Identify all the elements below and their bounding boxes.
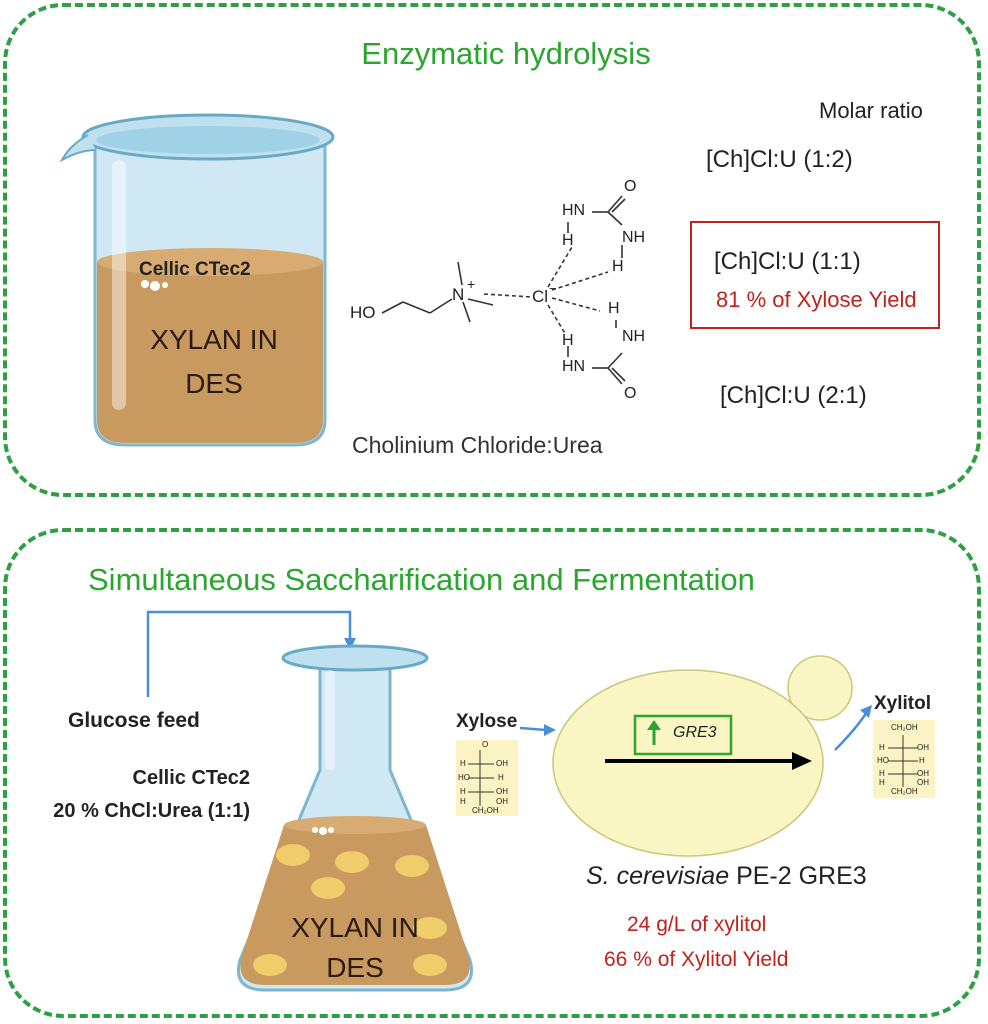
xylitol-h1: H <box>879 743 885 752</box>
atom-cl: Cl <box>532 287 549 306</box>
yeast-cell <box>552 655 853 857</box>
xylitol-ch2oh-top: CH₂OH <box>891 723 918 732</box>
xylose-in-arrow <box>519 724 556 736</box>
atom-h3: H <box>608 300 620 317</box>
ratio-1-1: [Ch]Cl:U (1:1) <box>714 248 861 275</box>
atom-h1: H <box>562 232 574 249</box>
xylitol-h2: H <box>919 756 925 765</box>
xylitol-h3: H <box>879 769 885 778</box>
beaker-enzyme-label: Cellic CTec2 <box>139 259 251 280</box>
xylitol-out-arrow <box>834 705 872 751</box>
enzymatic-hydrolysis-panel <box>3 3 981 497</box>
xylitol-oh3: OH <box>917 778 929 787</box>
molar-ratio-heading: Molar ratio <box>819 98 923 123</box>
ratio-2-1: [Ch]Cl:U (2:1) <box>720 382 867 409</box>
atom-hn-top: HN <box>562 202 586 219</box>
beaker-content-line1: XYLAN IN <box>150 324 278 355</box>
xylitol-yield: 66 % of Xylitol Yield <box>604 948 789 971</box>
flask-content-line2: DES <box>326 952 384 983</box>
beaker-illustration <box>59 113 335 447</box>
xylitol-structure-bg <box>873 720 935 798</box>
atom-h4: H <box>562 332 574 349</box>
choline-chloride-urea-structure <box>381 195 626 385</box>
xylose-h3: H <box>460 787 466 796</box>
fischer-lines <box>468 735 918 806</box>
flask-content-line1: XYLAN IN <box>291 912 419 943</box>
atom-cl-charge: − <box>549 281 557 296</box>
xylose-oh2: OH <box>496 787 508 796</box>
atom-o-bot: O <box>624 385 637 402</box>
molecule-caption: Cholinium Chloride:Urea <box>352 432 603 458</box>
xylose-label: Xylose <box>456 711 518 732</box>
xylose-structure: O H OH HO H H OH H OH CH₂OH <box>456 740 518 816</box>
ssf-panel <box>3 528 981 1018</box>
top-panel-title: Enzymatic hydrolysis <box>361 36 651 71</box>
organism-strain: PE-2 GRE3 <box>729 862 867 890</box>
xylitol-oh2: OH <box>917 769 929 778</box>
gene-label: GRE3 <box>673 724 717 741</box>
xylose-oh1: OH <box>496 759 508 768</box>
xylitol-oh1: OH <box>917 743 929 752</box>
xylitol-ch2oh-bot: CH₂OH <box>891 787 918 796</box>
atom-h2: H <box>612 258 624 275</box>
atom-ho: HO <box>350 303 376 322</box>
flask-illustration <box>237 644 473 992</box>
atom-nh-bot: NH <box>622 328 646 345</box>
organism-species: S. cerevisiae <box>586 862 730 890</box>
organism-label: S. cerevisiae PE-2 GRE3 <box>586 862 867 891</box>
xylose-yield: 81 % of Xylose Yield <box>716 287 917 312</box>
xylose-h1: H <box>460 759 466 768</box>
xylitol-ho: HO <box>877 756 889 765</box>
bottom-panel-title: Simultaneous Saccharification and Fermen… <box>88 562 755 597</box>
xylose-o: O <box>482 740 489 749</box>
xylose-h2: H <box>498 773 504 782</box>
atom-nh-top: NH <box>622 229 646 246</box>
xylose-oh3: OH <box>496 797 508 806</box>
xylose-h4: H <box>460 797 466 806</box>
atom-hn-bot: HN <box>562 358 586 375</box>
atom-n-charge: + <box>467 276 476 292</box>
xylitol-h4: H <box>879 778 885 787</box>
xylose-ch2oh: CH₂OH <box>472 806 499 815</box>
xylose-ho: HO <box>458 773 470 782</box>
xylitol-structure: CH₂OH H OH HO H H OH H OH CH₂OH <box>873 720 935 798</box>
glucose-feed-arrow <box>146 610 356 697</box>
atom-n: N <box>452 285 465 304</box>
highlight-box <box>690 221 940 329</box>
xylitol-titer: 24 g/L of xylitol <box>627 913 767 936</box>
glucose-feed-label: Glucose feed <box>68 709 200 732</box>
ratio-1-2: [Ch]Cl:U (1:2) <box>706 146 853 173</box>
beaker-content-line2: DES <box>185 368 243 399</box>
enzyme-label: Cellic CTec2 <box>132 767 250 789</box>
atom-o-top: O <box>624 178 637 195</box>
xylitol-label: Xylitol <box>874 693 932 714</box>
solvent-label: 20 % ChCl:Urea (1:1) <box>53 800 250 822</box>
